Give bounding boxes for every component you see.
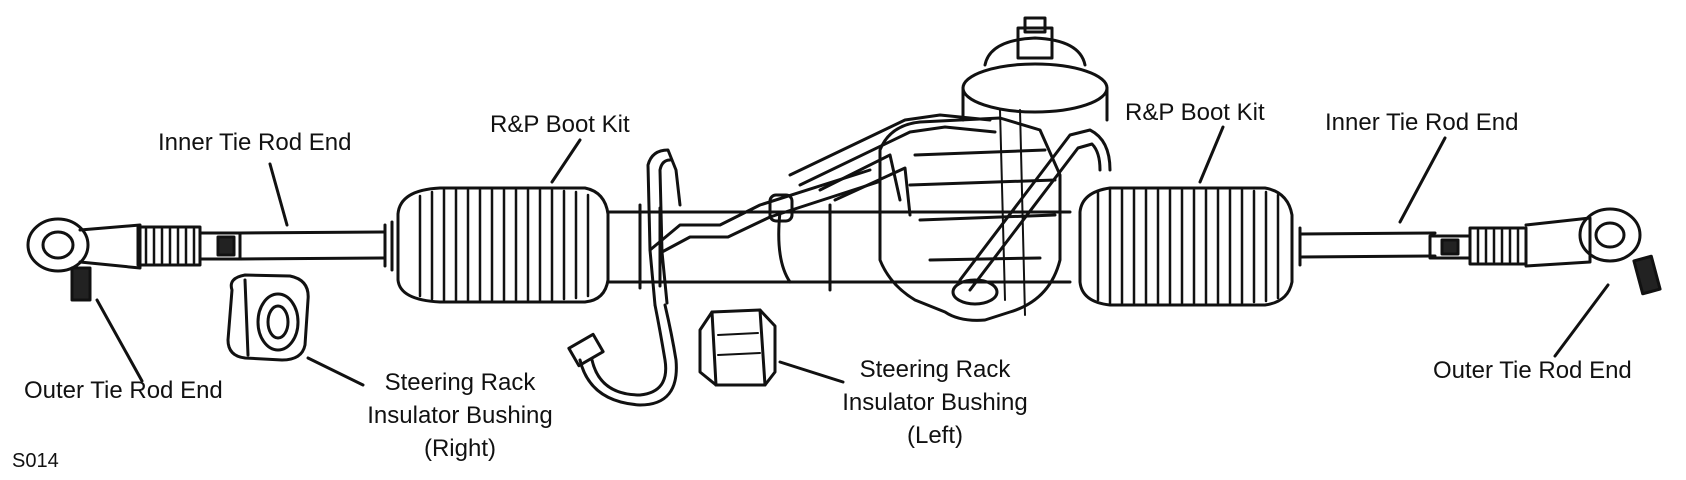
pinion-valve-body-part xyxy=(878,16,1109,322)
left-tie-rod-threads xyxy=(136,225,242,267)
left-outer-tie-rod-end-part xyxy=(26,217,142,302)
label-inner-tie-rod-left: Inner Tie Rod End xyxy=(158,129,352,156)
left-rack-boot-part xyxy=(396,186,610,304)
label-outer-tie-rod-left: Outer Tie Rod End xyxy=(24,377,223,404)
left-inner-rod xyxy=(238,230,387,261)
label-bushing-right: Steering Rack Insulator Bushing (Right) xyxy=(340,366,580,465)
hydraulic-lines-part xyxy=(567,113,1112,407)
label-bushing-left-line3: (Left) xyxy=(906,422,963,449)
label-inner-tie-rod-right: Inner Tie Rod End xyxy=(1325,109,1519,136)
right-tie-rod-threads xyxy=(1428,226,1528,266)
right-inner-rod xyxy=(1298,231,1437,259)
right-rack-boot-part xyxy=(1078,186,1302,307)
label-outer-tie-rod-right: Outer Tie Rod End xyxy=(1433,357,1632,384)
figure-code: S014 xyxy=(12,450,59,472)
label-bushing-right-line3: (Right) xyxy=(423,435,496,462)
label-bushing-right-line2: Insulator Bushing xyxy=(367,402,553,429)
leader-lines xyxy=(95,125,1610,387)
label-boot-kit-right: R&P Boot Kit xyxy=(1125,99,1265,126)
label-bushing-left: Steering Rack Insulator Bushing (Left) xyxy=(815,353,1055,452)
label-bushing-left-line2: Insulator Bushing xyxy=(842,389,1028,416)
label-bushing-right-line1: Steering Rack xyxy=(384,369,536,396)
right-insulator-bushing-part xyxy=(226,273,310,362)
right-outer-tie-rod-end-part xyxy=(1524,207,1662,296)
label-boot-kit-left: R&P Boot Kit xyxy=(490,111,630,138)
label-bushing-left-line1: Steering Rack xyxy=(859,356,1011,383)
left-insulator-bushing-part xyxy=(698,308,777,387)
